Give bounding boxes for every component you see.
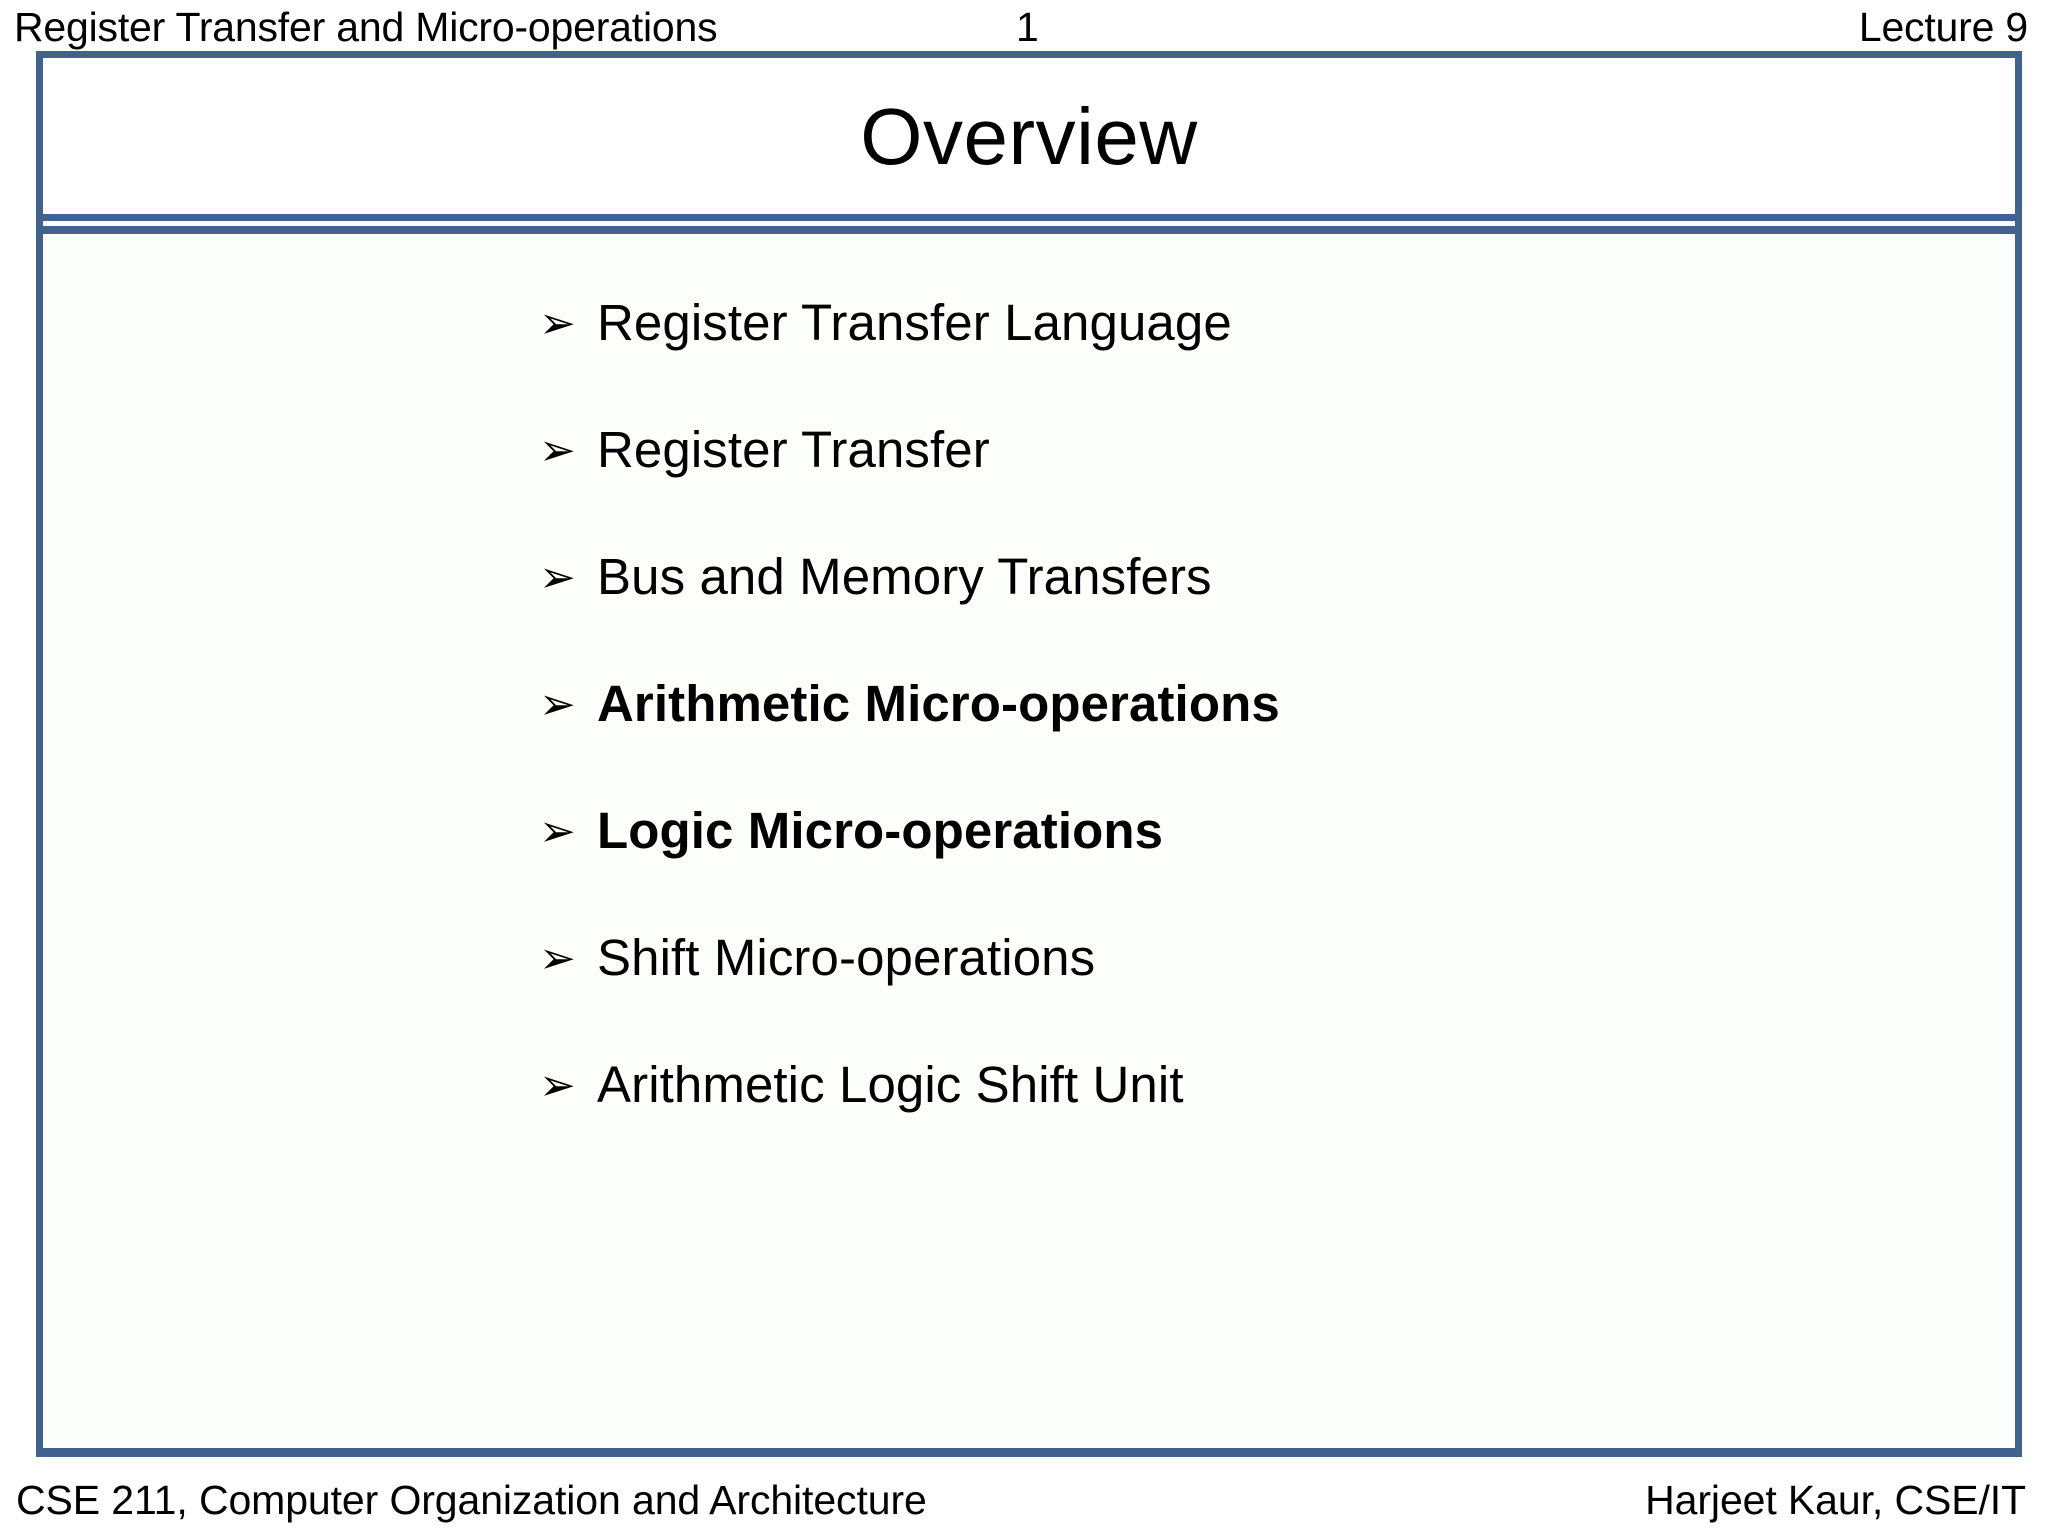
list-item-label: Bus and Memory Transfers (597, 548, 1212, 605)
divider-rule-bottom (43, 226, 2015, 234)
list-item: ➢ Arithmetic Logic Shift Unit (43, 1054, 2015, 1181)
footer-course-label: CSE 211, Computer Organization and Archi… (16, 1477, 927, 1523)
slide-header: Register Transfer and Micro-operations 1… (0, 0, 2048, 50)
list-item: ➢ Logic Micro-operations (43, 800, 2015, 927)
divider-rule-top (43, 214, 2015, 221)
slide-title-region: Overview (43, 58, 2015, 214)
list-item-label: Arithmetic Micro-operations (597, 675, 1280, 732)
list-item-label: Register Transfer Language (597, 294, 1232, 351)
arrowhead-bullet-icon: ➢ (539, 552, 576, 603)
list-item-label: Register Transfer (597, 421, 990, 478)
list-item: ➢ Register Transfer Language (43, 292, 2015, 419)
list-item: ➢ Bus and Memory Transfers (43, 546, 2015, 673)
header-slide-number: 1 (1016, 4, 1039, 50)
page-title: Overview (860, 92, 1198, 181)
list-item: ➢ Arithmetic Micro-operations (43, 673, 2015, 800)
arrowhead-bullet-icon: ➢ (539, 679, 576, 730)
divider-rule-gap (43, 221, 2015, 226)
list-item: ➢ Shift Micro-operations (43, 927, 2015, 1054)
arrowhead-bullet-icon: ➢ (539, 1060, 576, 1111)
title-divider (43, 214, 2015, 240)
slide-body-region: ➢ Register Transfer Language ➢ Register … (43, 240, 2015, 1448)
arrowhead-bullet-icon: ➢ (539, 806, 576, 857)
list-item: ➢ Register Transfer (43, 419, 2015, 546)
slide-footer: CSE 211, Computer Organization and Archi… (0, 1458, 2048, 1536)
slide-content-frame: Overview ➢ Register Transfer Language ➢ … (36, 51, 2022, 1457)
list-item-label: Logic Micro-operations (597, 802, 1164, 859)
list-item-label: Arithmetic Logic Shift Unit (597, 1056, 1184, 1113)
arrowhead-bullet-icon: ➢ (539, 933, 576, 984)
list-item-label: Shift Micro-operations (597, 929, 1096, 986)
header-topic-label: Register Transfer and Micro-operations (14, 4, 718, 50)
arrowhead-bullet-icon: ➢ (539, 425, 576, 476)
overview-bullet-list: ➢ Register Transfer Language ➢ Register … (43, 292, 2015, 1181)
header-lecture-label: Lecture 9 (1858, 4, 2028, 50)
arrowhead-bullet-icon: ➢ (539, 298, 576, 349)
footer-author-label: Harjeet Kaur, CSE/IT (1645, 1477, 2026, 1523)
